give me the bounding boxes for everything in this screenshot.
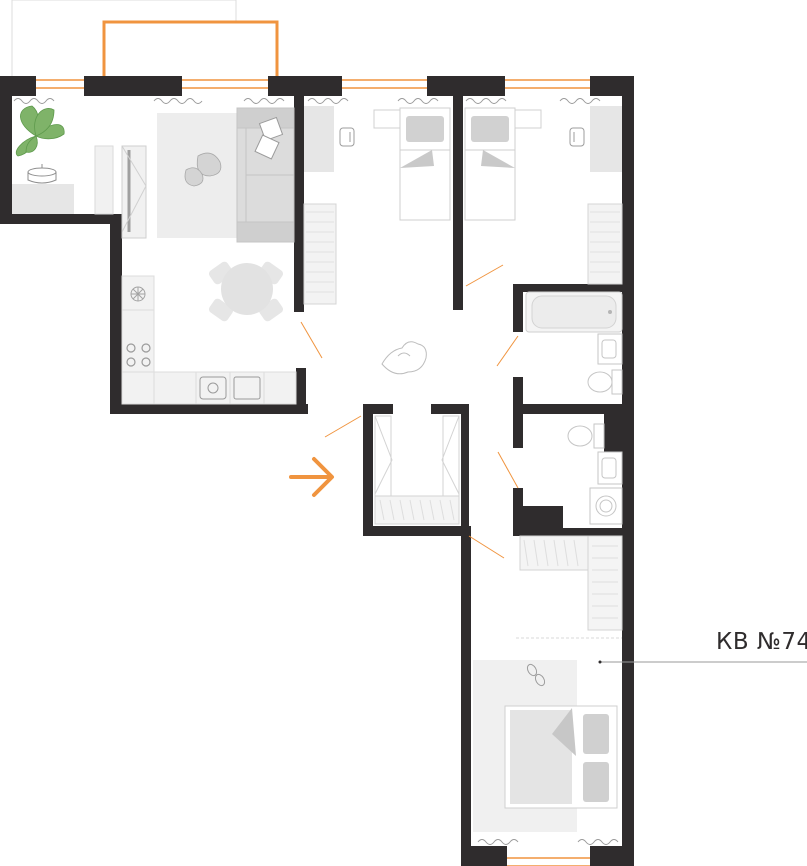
fridge	[121, 145, 147, 239]
bathtub	[525, 291, 623, 333]
hallway-items	[374, 341, 460, 525]
rug	[381, 341, 427, 375]
chair	[569, 127, 585, 147]
walls	[0, 76, 634, 866]
living-kitchen-furniture	[12, 105, 297, 405]
microwave-icon	[130, 286, 146, 302]
chair	[339, 127, 355, 147]
pillows	[254, 116, 284, 160]
toilet	[587, 369, 623, 395]
windows	[36, 79, 590, 866]
washbasin	[597, 333, 623, 365]
dining-set	[208, 261, 284, 322]
wardrobe-4	[587, 535, 623, 631]
hob-icon	[126, 343, 151, 367]
apartment-label: КВ №74	[716, 629, 807, 655]
kitchen-counter-left	[12, 184, 74, 214]
bedroom-1-furniture	[303, 106, 451, 305]
desk	[590, 106, 622, 172]
closet	[374, 415, 460, 525]
wc-fixtures	[567, 423, 623, 525]
single-bed-1	[399, 107, 451, 221]
balcony	[11, 0, 279, 78]
tall-cabinet	[94, 145, 114, 215]
bedroom-2-furniture	[464, 106, 623, 285]
desk	[304, 106, 334, 172]
toilet	[567, 423, 605, 449]
curtains	[13, 98, 619, 845]
slippers-icon	[526, 663, 546, 687]
wardrobe-1	[303, 203, 337, 305]
washbasin	[597, 451, 623, 485]
coffee-table	[184, 152, 222, 187]
nightstand	[373, 109, 401, 129]
washing-machine	[589, 487, 623, 525]
plant-icon	[15, 105, 65, 157]
wardrobe-2	[587, 203, 623, 285]
single-bed-2	[464, 107, 516, 221]
entrance-arrow-icon	[289, 457, 334, 497]
doors	[300, 264, 519, 559]
master-bedroom-furniture	[473, 535, 807, 832]
nightstand	[514, 109, 542, 129]
pot-icon	[27, 164, 57, 184]
bathroom-fixtures	[525, 291, 623, 395]
double-bed	[504, 705, 618, 809]
sink-icon	[199, 376, 261, 400]
